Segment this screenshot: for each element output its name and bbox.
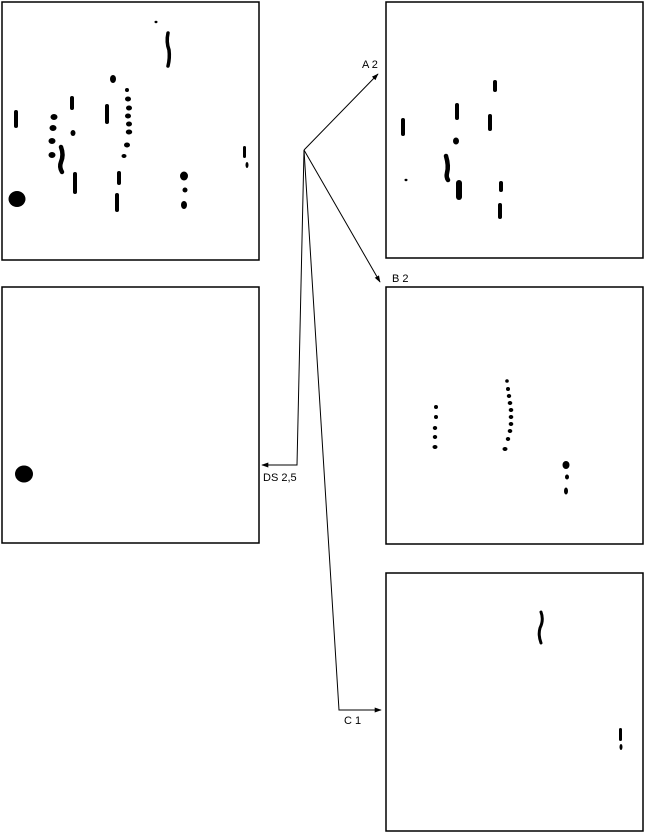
arrow-to-a2 [303,73,379,151]
panel-ds [1,286,260,544]
ds-spot [15,465,33,483]
label-ds: DS 2,5 [263,472,297,484]
arrow-group [261,73,382,713]
panel-b2 [385,286,644,545]
panel-c1 [385,572,644,832]
label-b2: B 2 [392,273,409,285]
arrow-to-ds [261,149,305,468]
spot-group [8,20,249,212]
arrow-to-b2 [303,149,381,283]
label-a2: A 2 [362,59,378,71]
panel-a2 [385,1,644,259]
arrow-to-c1 [303,149,382,713]
panel-original [1,1,260,261]
label-c1: C 1 [344,715,362,727]
